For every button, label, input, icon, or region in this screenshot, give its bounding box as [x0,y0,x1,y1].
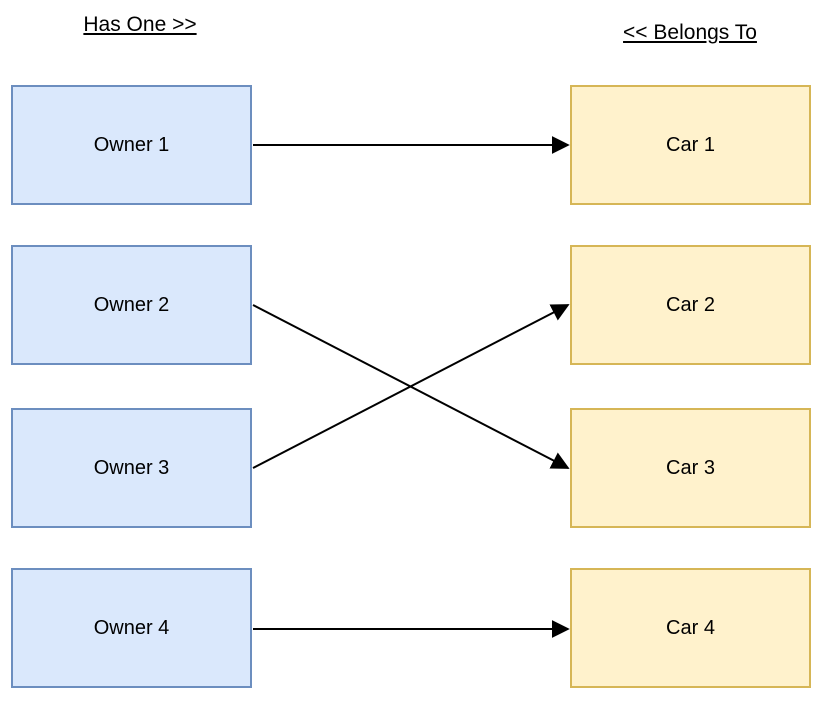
car-4-box: Car 4 [570,568,811,688]
owner-2-label: Owner 2 [93,293,170,316]
car-2-label: Car 2 [666,293,715,316]
owner-1-label: Owner 1 [93,133,170,156]
car-2-box: Car 2 [570,245,811,365]
owner-2-box: Owner 2 [11,245,252,365]
right-column-header: << Belongs To [623,21,757,44]
left-column-header: Has One >> [83,13,197,36]
owner-3-box: Owner 3 [11,408,252,528]
car-1-box: Car 1 [570,85,811,205]
arrow-owner-3-to-car-2 [252,304,570,469]
owner-1-box: Owner 1 [11,85,252,205]
owner-3-label: Owner 3 [93,456,170,479]
car-1-label: Car 1 [666,133,715,156]
owner-4-label: Owner 4 [93,616,170,639]
arrow-owner-2-to-car-3 [252,304,570,469]
car-4-label: Car 4 [666,616,715,639]
car-3-box: Car 3 [570,408,811,528]
owner-4-box: Owner 4 [11,568,252,688]
car-3-label: Car 3 [666,456,715,479]
